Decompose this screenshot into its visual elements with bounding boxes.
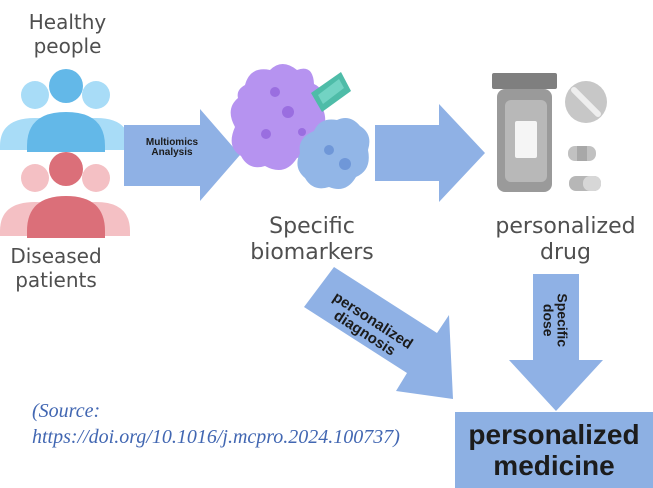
- personalized-drug-icon: [492, 73, 607, 192]
- diseased-label-line-2: patients: [15, 267, 97, 292]
- biomarkers-label-line-1: Specific: [269, 214, 355, 239]
- healthy-label-line-1: Healthy: [28, 10, 107, 34]
- source-label: (Source:: [32, 400, 101, 422]
- top-main-arrow: [375, 104, 485, 202]
- personalized-diagnosis-arrow: [304, 267, 453, 399]
- personalized-drug-label: personalized drug: [487, 214, 644, 266]
- diseased-patients-label: Diseased patients: [2, 244, 110, 292]
- specific-dose-text: Specific dose: [540, 284, 571, 356]
- personalized-medicine-box: personalized medicine: [455, 412, 653, 488]
- diseased-label-line-1: Diseased: [10, 244, 102, 268]
- source-url: https://doi.org/10.1016/j.mcpro.2024.100…: [32, 426, 400, 449]
- specific-dose-arrow: [509, 274, 603, 411]
- source-citation: (Source: https://doi.org/10.1016/j.mcpro…: [32, 398, 432, 451]
- dose-text-line-2: dose: [540, 303, 556, 337]
- multiomics-text-line-1: Multiomics: [145, 137, 199, 148]
- medicine-line-1: personalized: [468, 419, 640, 451]
- healthy-label-line-2: people: [33, 33, 102, 58]
- biomarker-cluster-icon: [230, 64, 370, 190]
- biomarkers-label-line-2: biomarkers: [250, 239, 374, 265]
- diseased-patients-icon: [0, 152, 130, 238]
- drug-label-line-1: personalized: [495, 214, 636, 239]
- multiomics-analysis-text: Multiomics Analysis: [137, 137, 207, 159]
- personalized-medicine-text: personalized medicine: [468, 419, 640, 481]
- drug-label-line-2: drug: [540, 239, 591, 265]
- multiomics-arrow: [124, 109, 240, 201]
- dose-text-line-1: Specific: [554, 293, 571, 348]
- healthy-people-icon: [0, 69, 130, 152]
- multiomics-text-line-2: Analysis: [151, 147, 193, 159]
- healthy-people-label: Healthy people: [21, 10, 114, 58]
- medicine-line-2: medicine: [493, 449, 615, 481]
- specific-biomarkers-label: Specific biomarkers: [244, 214, 380, 266]
